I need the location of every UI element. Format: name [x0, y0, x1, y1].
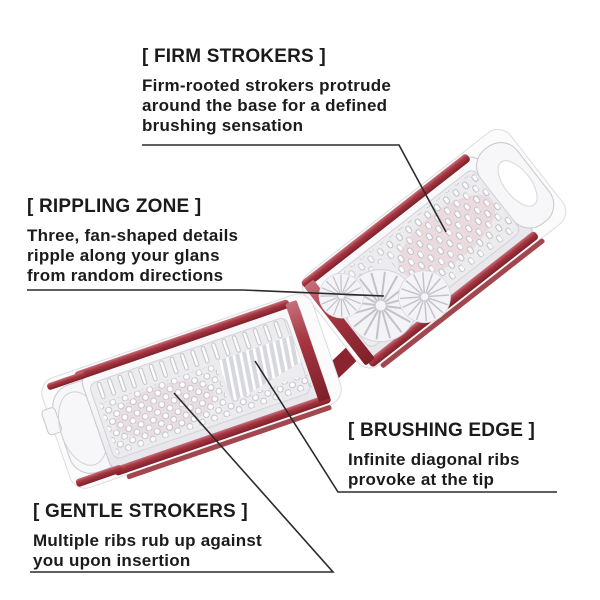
callout-title: [ GENTLE STROKERS ]	[33, 501, 248, 522]
callout-firm-strokers: [ FIRM STROKERS ] Firm-rooted strokers p…	[142, 46, 391, 136]
upper-red-edge-top	[301, 154, 470, 288]
callout-line: ripple along your glans	[27, 246, 220, 265]
leader-firm-strokers	[142, 144, 447, 233]
lower-cap-red-sliver-top	[47, 371, 86, 390]
callout-line: around the base for a defined	[142, 96, 388, 115]
callout-title: [ RIPPLING ZONE ]	[27, 196, 202, 217]
upper-red-edge-shadow	[380, 238, 545, 368]
rippling-zone-fans	[299, 213, 468, 380]
leader-lines	[27, 144, 557, 573]
callout-line: Three, fan-shaped details	[27, 226, 239, 245]
leader-rippling-zone	[27, 289, 385, 297]
lower-hinge-red-end	[285, 300, 330, 402]
callout-line: Infinite diagonal ribs	[348, 450, 520, 469]
gentle-strokers-texture-strip	[227, 374, 312, 416]
callout-line: Multiple ribs rub up against	[33, 531, 262, 550]
callout-line: from random directions	[27, 266, 224, 285]
callout-gentle-strokers: [ GENTLE STROKERS ] Multiple ribs rub up…	[33, 501, 262, 571]
lower-red-edge-bottom	[114, 394, 331, 476]
leader-brushing-edge	[254, 360, 557, 493]
gentle-strokers-texture	[99, 364, 233, 455]
callout-line: you upon insertion	[33, 551, 191, 570]
rib-row-texture	[92, 317, 290, 402]
callout-line: provoke at the tip	[348, 470, 495, 489]
product-lower-half	[41, 293, 342, 489]
leader-gentle-strokers	[30, 392, 335, 573]
lower-cap-red-sliver-bottom	[75, 465, 123, 487]
callout-line: brushing sensation	[142, 116, 304, 135]
product-upper-half	[299, 128, 567, 380]
firm-strokers-texture	[378, 171, 519, 304]
product-illustration	[41, 128, 567, 489]
callout-line: Firm-rooted strokers protrude	[142, 76, 392, 95]
callout-title: [ BRUSHING EDGE ]	[348, 420, 536, 441]
callout-rippling-zone: [ RIPPLING ZONE ] Three, fan-shaped deta…	[27, 196, 238, 286]
lower-red-edge-shadow	[126, 405, 332, 480]
callout-brushing-edge: [ BRUSHING EDGE ] Infinite diagonal ribs…	[348, 420, 535, 490]
lower-red-edge-top	[74, 299, 290, 380]
upper-end-cap-detail	[497, 160, 538, 207]
callout-title: [ FIRM STROKERS ]	[142, 46, 326, 67]
upper-red-edge-bottom	[368, 231, 539, 367]
